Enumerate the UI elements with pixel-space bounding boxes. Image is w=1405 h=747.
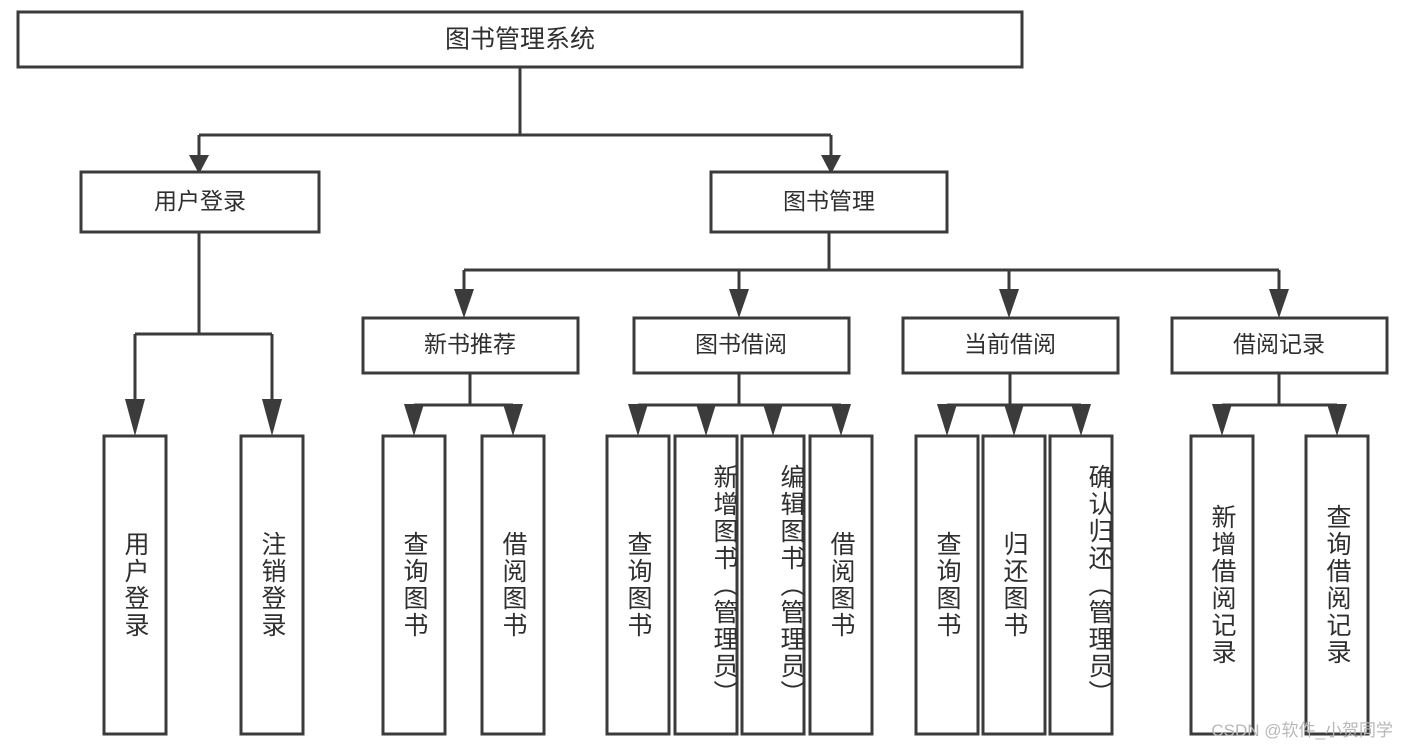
node-leaf-12-box[interactable] — [1189, 434, 1255, 736]
arrow-head-borrow-record — [1269, 289, 1289, 318]
node-borrow-record[interactable]: 借阅记录 — [1170, 316, 1389, 375]
arrow-head-leaf-2 — [262, 399, 282, 436]
node-leaf-11-box[interactable] — [1048, 434, 1114, 736]
arrow-head-leaf-9 — [937, 404, 957, 436]
arrow-head-current-borrow — [999, 289, 1019, 318]
connector-group — [125, 67, 1347, 436]
node-borrow-record-label: 借阅记录 — [1233, 331, 1325, 357]
node-leaf-3-box[interactable] — [381, 434, 447, 736]
node-book-borrow[interactable]: 图书借阅 — [632, 316, 851, 375]
node-book-manage-box[interactable] — [709, 170, 949, 234]
node-borrow-record-box[interactable] — [1170, 316, 1389, 375]
arrow-head-leaf-8 — [831, 404, 851, 436]
arrow-head-leaf-12 — [1212, 404, 1232, 436]
node-leaf-6-box[interactable] — [673, 434, 739, 736]
node-user-login-box[interactable] — [79, 170, 321, 234]
node-new-book-rec-box[interactable] — [361, 316, 580, 375]
node-current-borrow-label: 当前借阅 — [964, 331, 1056, 357]
node-user-login[interactable]: 用户登录 — [79, 170, 321, 234]
node-leaf-10-box[interactable] — [981, 434, 1047, 736]
arrow-head-leaf-1 — [125, 399, 145, 436]
arrow-head-new-book-rec — [454, 289, 474, 318]
arrow-head-leaf-11 — [1071, 404, 1091, 436]
node-current-borrow[interactable]: 当前借阅 — [901, 316, 1120, 375]
node-book-manage[interactable]: 图书管理 — [709, 170, 949, 234]
arrow-head-leaf-6 — [696, 404, 716, 436]
arrow-head-leaf-13 — [1327, 404, 1347, 436]
node-current-borrow-box[interactable] — [901, 316, 1120, 375]
arrow-head-book-borrow — [729, 289, 749, 318]
arrow-head-leaf-5 — [628, 404, 648, 436]
node-leaf-8-box[interactable] — [808, 434, 874, 736]
node-book-borrow-label: 图书借阅 — [695, 331, 787, 357]
node-leaf-7-box[interactable] — [740, 434, 806, 736]
node-root-box[interactable] — [16, 10, 1024, 69]
node-leaf-2-box[interactable] — [239, 434, 305, 736]
node-leaf-4-box[interactable] — [480, 434, 546, 736]
arrow-head-leaf-3 — [404, 404, 424, 436]
node-book-borrow-box[interactable] — [632, 316, 851, 375]
arrow-head-leaf-10 — [1004, 404, 1024, 436]
node-root[interactable]: 图书管理系统 — [16, 10, 1024, 69]
node-leaf-1-box[interactable] — [102, 434, 168, 736]
node-new-book-rec-label: 新书推荐 — [424, 331, 516, 357]
node-leaf-9-box[interactable] — [914, 434, 980, 736]
node-leaf-13-box[interactable] — [1304, 434, 1370, 736]
node-leaf-5-box[interactable] — [605, 434, 671, 736]
arrow-head-leaf-7 — [763, 404, 783, 436]
arrow-head-leaf-4 — [503, 404, 523, 436]
node-root-label: 图书管理系统 — [445, 26, 595, 54]
arrow-head-user-login — [189, 155, 209, 174]
arrow-head-book-manage — [821, 155, 841, 174]
node-user-login-label: 用户登录 — [154, 188, 246, 214]
node-book-manage-label: 图书管理 — [783, 188, 875, 214]
node-new-book-rec[interactable]: 新书推荐 — [361, 316, 580, 375]
